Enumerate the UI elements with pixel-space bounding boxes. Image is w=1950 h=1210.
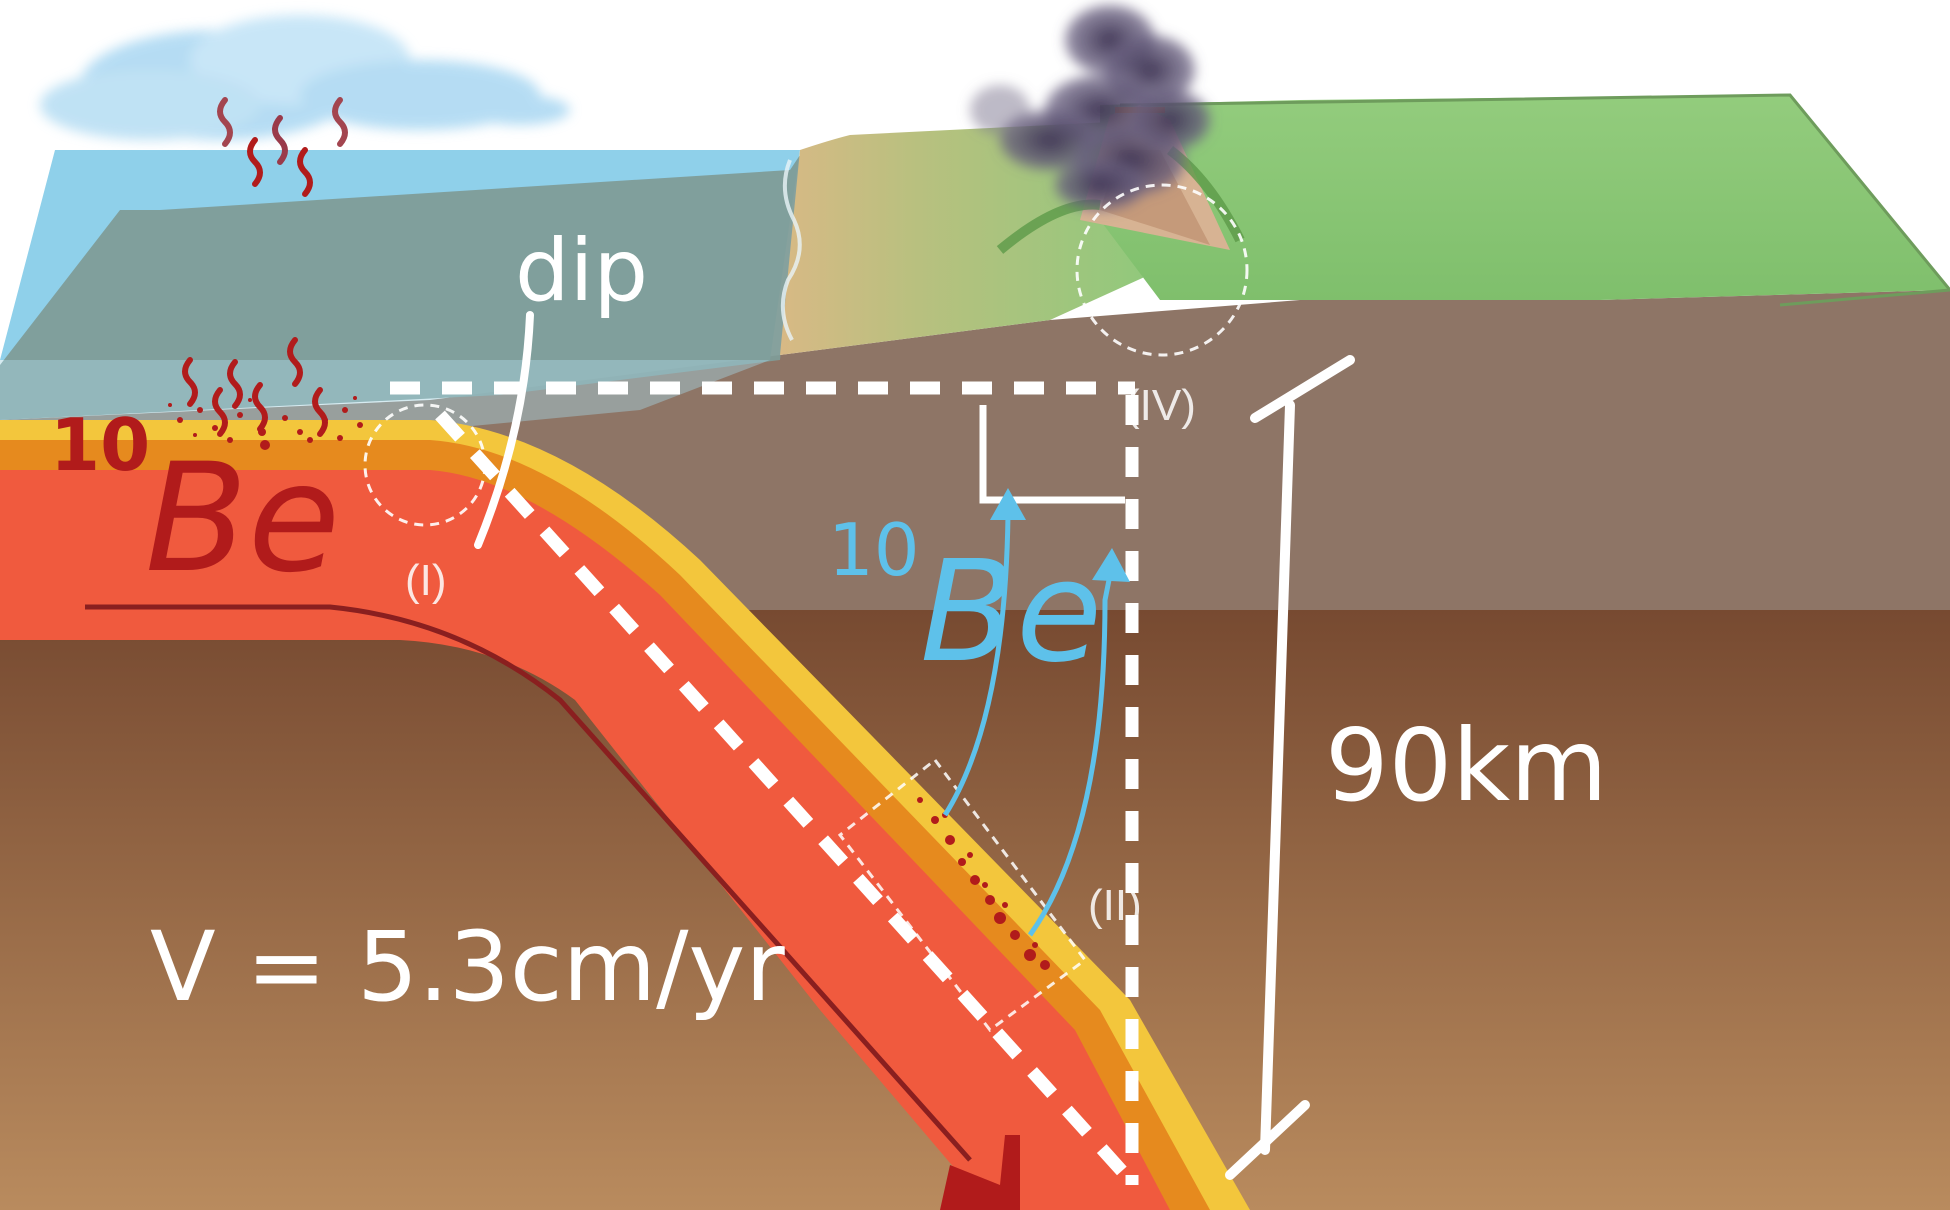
- be-rise-arrowhead-2: [1092, 548, 1130, 582]
- depth-scale: [1225, 355, 1355, 1180]
- be-particles-surface: [168, 396, 363, 450]
- be-deposition-icon: [182, 337, 328, 437]
- ash-plume-icon: [970, 5, 1210, 210]
- zone-1-label: (I): [405, 556, 447, 605]
- be-particles-slab: [917, 797, 1050, 970]
- velocity-label: V = 5.3cm/yr: [150, 911, 785, 1023]
- dip-geometry: [390, 381, 1139, 1185]
- be-rise-arrows: [942, 514, 1113, 937]
- be-surface-symbol: Be: [145, 432, 340, 606]
- slab-inner-line: [85, 604, 972, 1162]
- right-angle-marker: [979, 405, 1125, 504]
- be-rise-arrowhead-1: [990, 488, 1026, 520]
- cloud-icon: [40, 15, 570, 140]
- zone-4-label: (IV): [1125, 381, 1196, 430]
- be-rising-mass-number: 10: [828, 508, 920, 592]
- land-surface: [1100, 95, 1950, 300]
- zone-2-marker: [837, 757, 1088, 1033]
- zone-4-marker: [1075, 183, 1249, 357]
- rain-icon: [217, 97, 348, 197]
- surf-line: [780, 159, 802, 341]
- dip-label: dip: [515, 221, 648, 321]
- depth-label: 90km: [1325, 707, 1608, 824]
- dip-angle-arc: [474, 311, 534, 549]
- continental-shelf: [0, 155, 800, 420]
- slab-direction-arrow: [940, 1135, 1020, 1210]
- zone-2-label: (II): [1088, 881, 1142, 930]
- be-surface-mass-number: 10: [50, 403, 150, 487]
- ocean-front: [0, 360, 770, 430]
- be-rising-symbol: Be: [920, 531, 1102, 694]
- slab-lithosphere: [0, 470, 1170, 1210]
